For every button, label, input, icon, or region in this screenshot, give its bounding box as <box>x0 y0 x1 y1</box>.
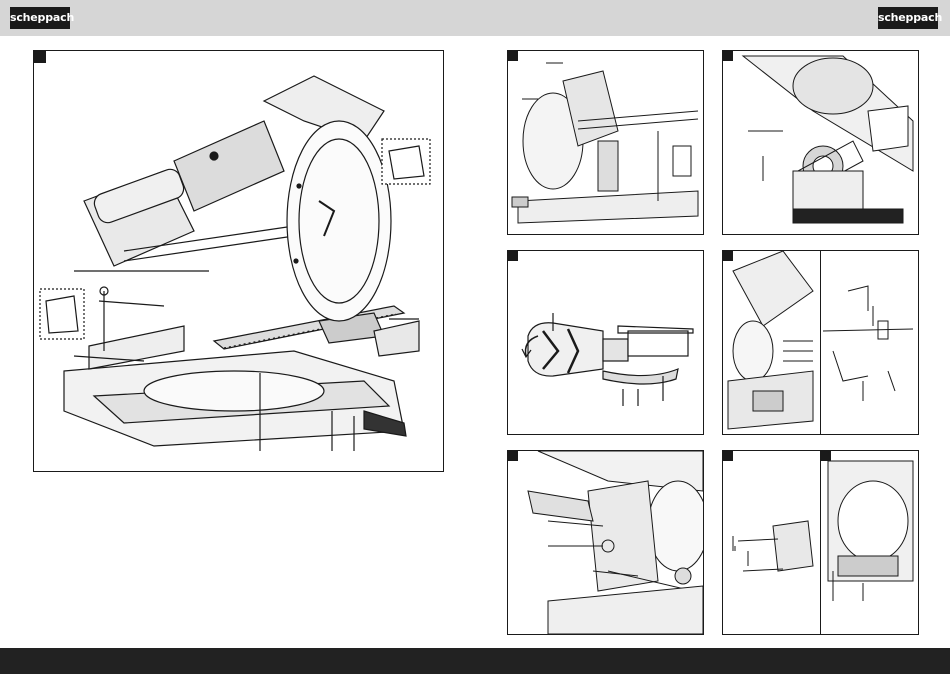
saw-side-view-illustration <box>508 51 703 234</box>
figure-3-panel <box>722 50 919 235</box>
figure-5-panel <box>722 250 919 435</box>
extension-support-illustration <box>723 451 918 634</box>
footer-bar <box>0 648 950 674</box>
fence-adjust-illustration <box>723 251 918 434</box>
miter-saw-overview-illustration <box>34 51 443 471</box>
bevel-lock-illustration <box>508 451 703 634</box>
figure-2-panel <box>507 50 704 235</box>
clamp-knob-illustration <box>508 251 703 434</box>
figure-6-panel <box>507 450 704 635</box>
brand-logo-left: scheppach <box>10 7 70 29</box>
figure-4-panel <box>507 250 704 435</box>
figure-1-overview-panel <box>33 50 444 472</box>
header-bar <box>0 0 950 36</box>
brand-logo-right: scheppach <box>878 7 938 29</box>
figure-7-panel <box>722 450 919 635</box>
motor-head-detail-illustration <box>723 51 918 234</box>
